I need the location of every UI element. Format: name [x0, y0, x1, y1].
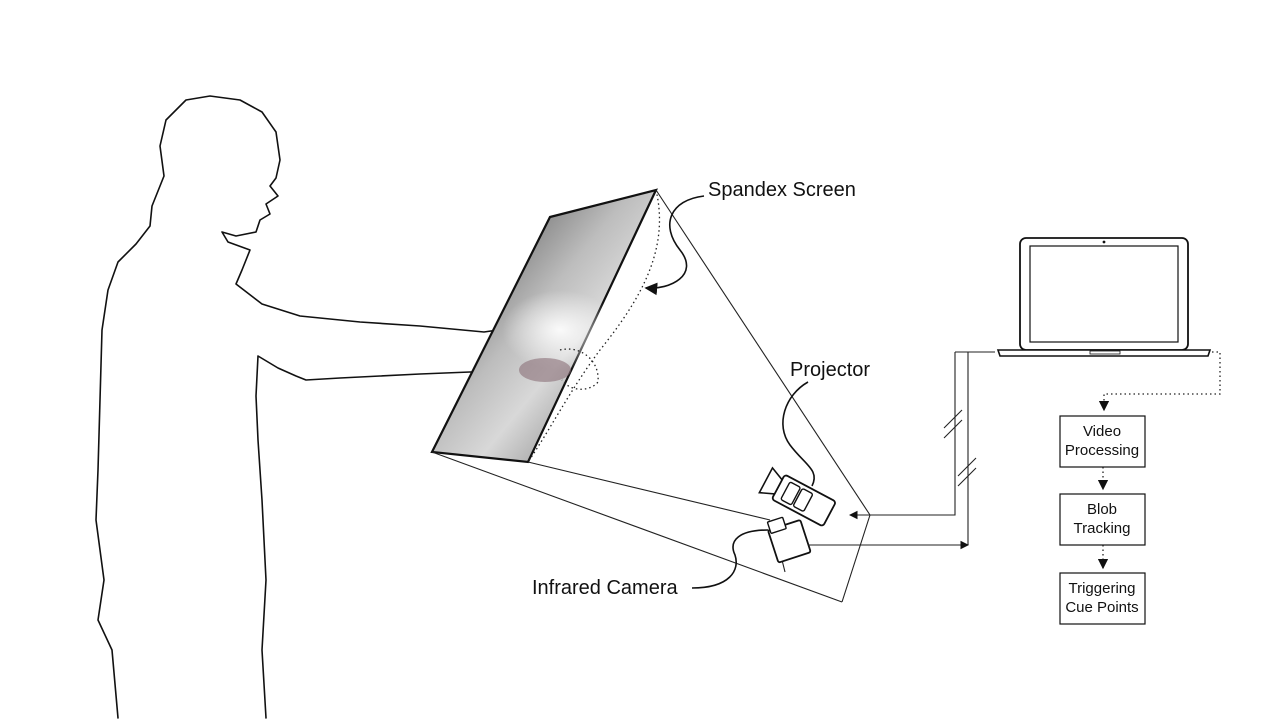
label-infrared-camera: Infrared Camera — [532, 577, 678, 599]
pipeline-box-line1: Video — [1083, 423, 1121, 440]
projection-frustum — [431, 189, 871, 603]
infrared-camera-icon — [766, 516, 812, 573]
pipeline-connectors — [1097, 351, 1221, 570]
pipeline-box-video-processing: Video Processing — [1059, 415, 1146, 468]
pipeline-box-triggering-cue-points: Triggering Cue Points — [1059, 572, 1146, 625]
label-projector: Projector — [790, 359, 870, 381]
pipeline-box-blob-tracking: Blob Tracking — [1059, 493, 1146, 546]
screen-deformation — [527, 189, 661, 463]
spandex-screen — [430, 188, 658, 464]
projector-leader — [782, 381, 815, 487]
pipeline-box-line2: Tracking — [1074, 520, 1131, 537]
pipeline-box-line1: Blob — [1087, 501, 1117, 518]
label-spandex-screen: Spandex Screen — [708, 179, 856, 201]
pipeline-box-line2: Cue Points — [1065, 599, 1138, 616]
projector-icon — [758, 466, 836, 527]
connection-lines — [808, 351, 995, 550]
pipeline-box-line1: Triggering — [1069, 580, 1136, 597]
laptop-icon — [996, 237, 1212, 357]
screen-dent — [559, 348, 599, 390]
camera-leader — [691, 529, 769, 589]
person-silhouette — [95, 95, 567, 719]
pipeline-box-line2: Processing — [1065, 442, 1139, 459]
spandex-leader — [644, 195, 705, 296]
